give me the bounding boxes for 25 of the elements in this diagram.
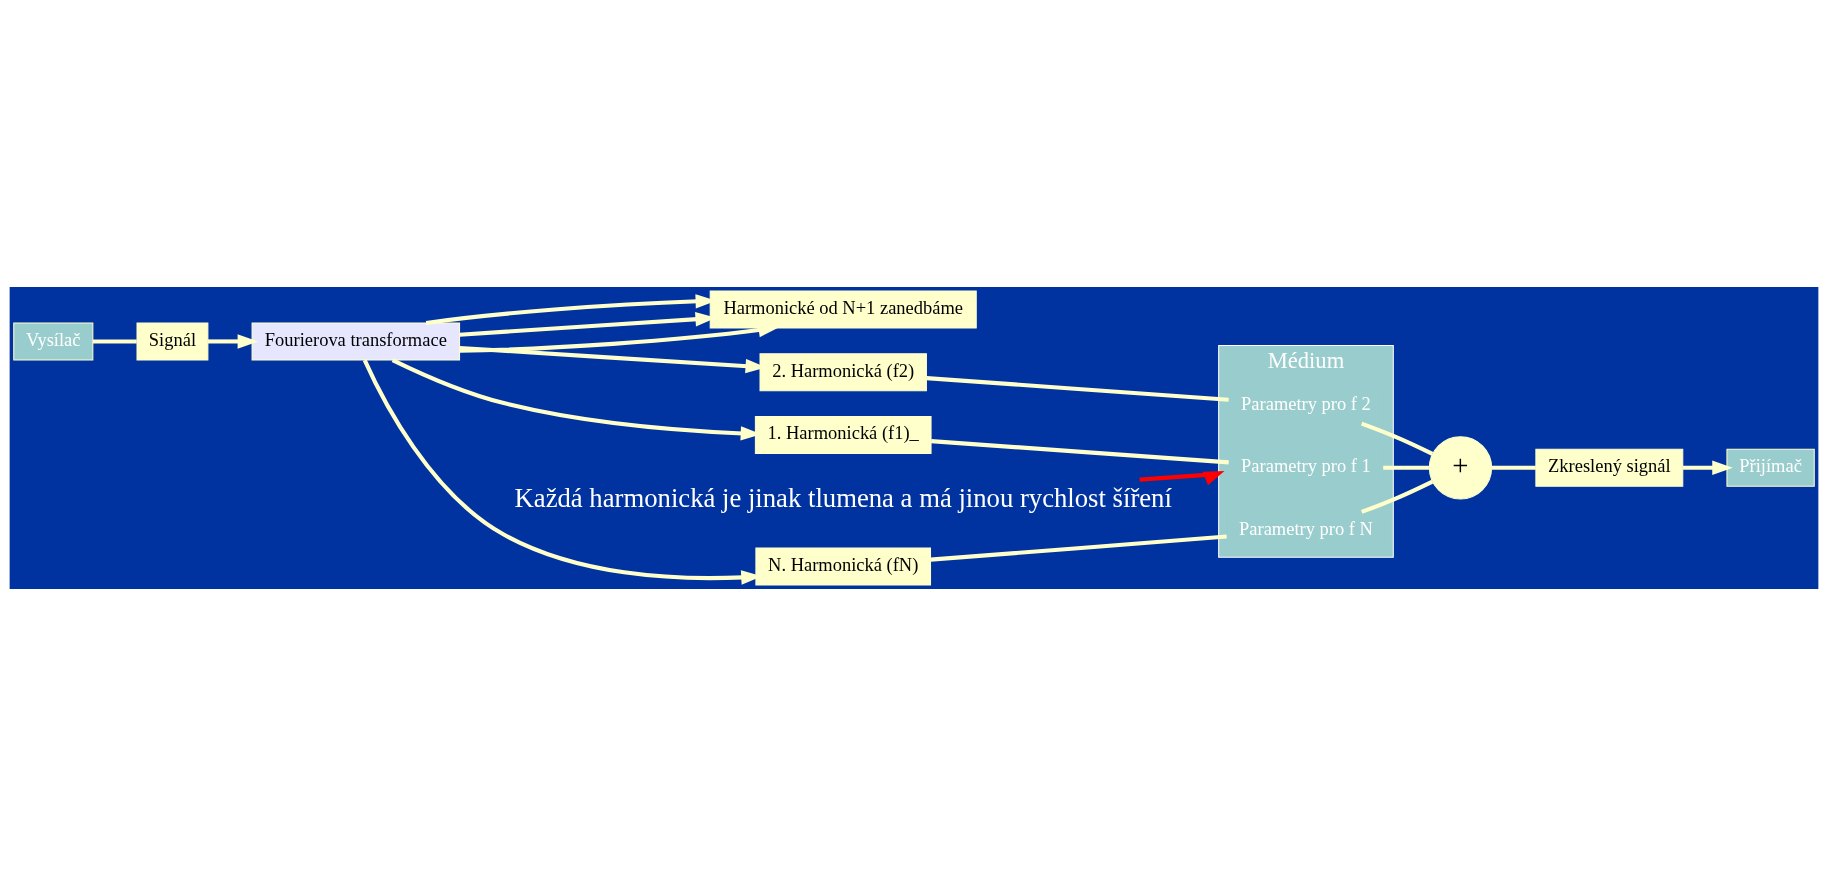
- node-text: Parametry pro f 1: [1241, 455, 1371, 476]
- node-box: Signál: [136, 321, 209, 360]
- connector: [93, 338, 137, 343]
- connector: [1383, 465, 1429, 470]
- node-box: Fourierova transformace: [251, 321, 461, 360]
- connector: [1360, 421, 1434, 456]
- node-box: Harmonické od N+1 zanedbáme: [709, 290, 977, 329]
- connector: [930, 534, 1227, 562]
- arrow: [208, 333, 259, 349]
- node-circle: +: [1428, 435, 1493, 499]
- connector: [1491, 465, 1536, 470]
- node-text: Parametry pro f N: [1239, 518, 1373, 539]
- connector: [1360, 479, 1434, 514]
- arrow: [1683, 460, 1733, 475]
- node-text: Parametry pro f 2: [1241, 393, 1371, 414]
- node-box: Přijímač: [1726, 448, 1815, 487]
- node-box: N. Harmonická (fN): [755, 546, 932, 585]
- node-text: Každá harmonická je jinak tlumena a má jinou rychlost šíření: [514, 482, 1172, 513]
- node-box: Vysílač: [13, 321, 94, 360]
- connector: [931, 438, 1229, 464]
- node-box: 2. Harmonická (f2): [759, 352, 927, 391]
- node-box: Zkreslený signál: [1535, 448, 1684, 487]
- arrow: [1139, 470, 1225, 485]
- node-box: 1. Harmonická (f1)_: [754, 415, 932, 454]
- connector: [926, 375, 1229, 402]
